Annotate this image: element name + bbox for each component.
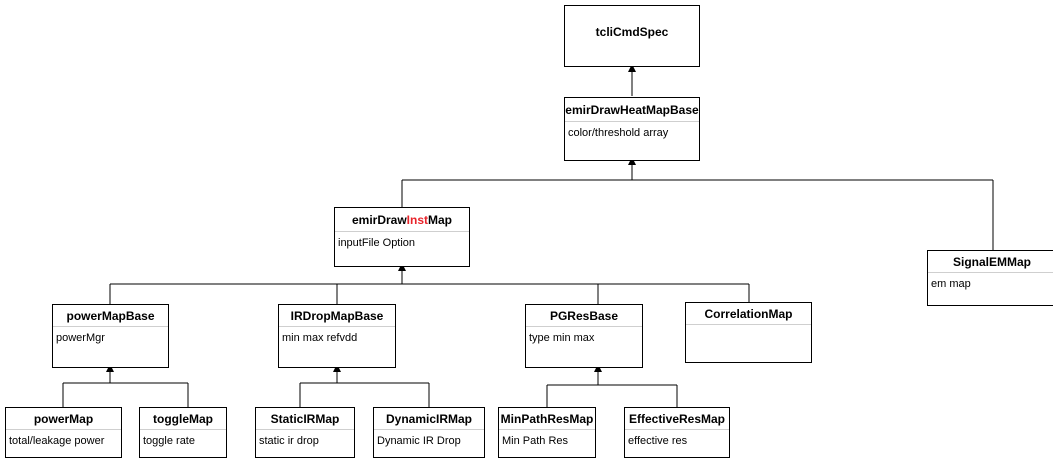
class-StaticIRMap[interactable]: StaticIRMap static ir drop [255, 407, 355, 458]
class-CorrelationMap[interactable]: CorrelationMap [685, 302, 812, 363]
class-name: PGResBase [526, 305, 642, 327]
class-powerMap[interactable]: powerMap total/leakage power [5, 407, 122, 458]
class-emirDrawHeatMapBase[interactable]: emirDrawHeatMapBase color/threshold arra… [564, 97, 700, 161]
class-attribute: effective res [628, 435, 688, 447]
class-attribute: total/leakage power [9, 435, 105, 447]
class-name: tcliCmdSpec [595, 25, 669, 39]
class-name-suffix: Map [428, 213, 453, 227]
class-name: StaticIRMap [256, 408, 354, 430]
class-attribute: min max refvdd [282, 332, 358, 344]
class-powerMapBase[interactable]: powerMapBase powerMgr [52, 304, 169, 368]
class-name: powerMapBase [53, 305, 168, 327]
class-emirDrawInstMap[interactable]: emirDrawInstMap inputFile Option [334, 207, 470, 267]
class-attribute: em map [931, 278, 971, 290]
class-name: SignalEMMap [928, 251, 1053, 273]
class-name-prefix: emirDraw [351, 213, 407, 227]
class-PGResBase[interactable]: PGResBase type min max [525, 304, 643, 368]
class-name: CorrelationMap [686, 303, 811, 325]
class-attribute: type min max [529, 332, 595, 344]
class-attribute: toggle rate [143, 435, 195, 447]
class-SignalEMMap[interactable]: SignalEMMap em map [927, 250, 1053, 306]
class-name-highlight: Inst [406, 213, 429, 227]
class-attribute: color/threshold array [568, 127, 669, 139]
class-MinPathResMap[interactable]: MinPathResMap Min Path Res [498, 407, 596, 458]
class-name: powerMap [6, 408, 121, 430]
class-DynamicIRMap[interactable]: DynamicIRMap Dynamic IR Drop [373, 407, 485, 458]
class-tcliCmdSpec[interactable]: tcliCmdSpec [564, 5, 700, 67]
class-attribute: Dynamic IR Drop [377, 435, 461, 447]
class-name: emirDrawHeatMapBase [565, 98, 699, 122]
class-EffectiveResMap[interactable]: EffectiveResMap effective res [624, 407, 730, 458]
class-name: EffectiveResMap [625, 408, 729, 430]
class-attribute: powerMgr [56, 332, 105, 344]
class-attribute [686, 325, 811, 330]
class-attribute: static ir drop [259, 435, 319, 447]
class-name: IRDropMapBase [279, 305, 395, 327]
class-name: MinPathResMap [499, 408, 595, 430]
class-attribute: Min Path Res [502, 435, 569, 447]
class-IRDropMapBase[interactable]: IRDropMapBase min max refvdd [278, 304, 396, 368]
class-attribute: inputFile Option [338, 237, 416, 249]
class-name: emirDrawInstMap [335, 208, 469, 232]
class-toggleMap[interactable]: toggleMap toggle rate [139, 407, 227, 458]
class-name: toggleMap [140, 408, 226, 430]
class-name: DynamicIRMap [374, 408, 484, 430]
